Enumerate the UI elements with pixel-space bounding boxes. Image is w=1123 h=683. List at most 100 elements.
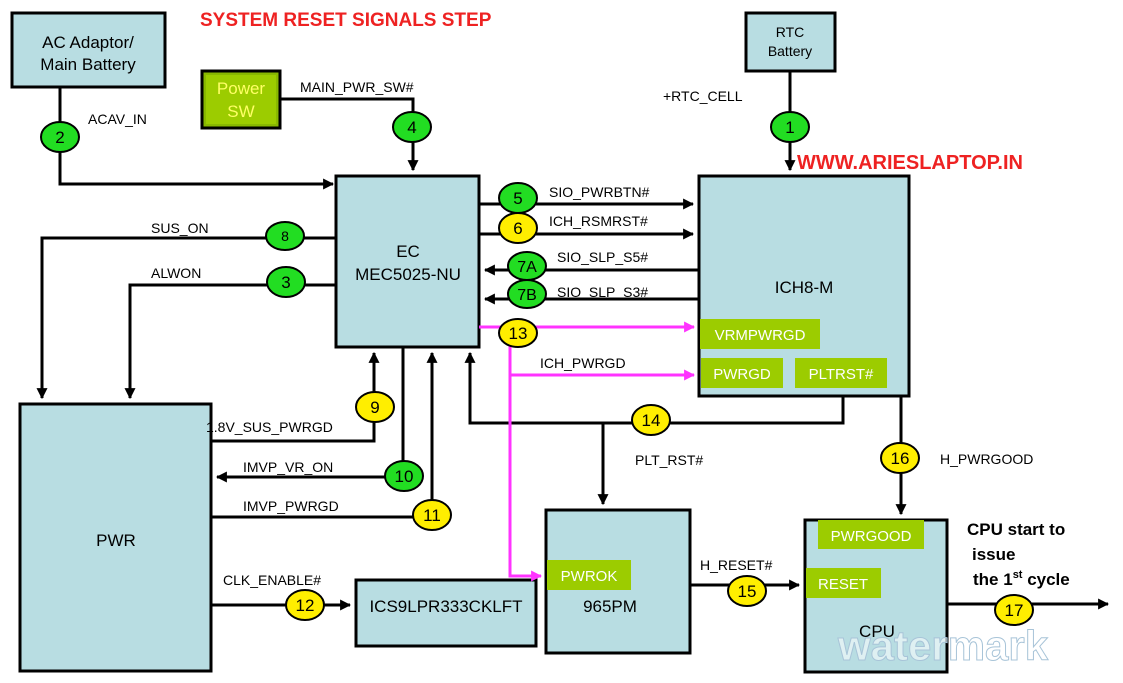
main-pwr-sw-line: [280, 97, 419, 172]
cpu-note-line3: the 1st cycle: [973, 569, 1070, 589]
clk-enable-label: CLK_ENABLE#: [223, 572, 321, 588]
step-8: 8: [265, 221, 305, 251]
ich-rsmrst-label: ICH_RSMRST#: [549, 213, 648, 229]
ich-pwrgd-label: ICH_PWRGD: [540, 355, 626, 371]
signal-labels: ACAV_IN MAIN_PWR_SW# +RTC_CELL SIO_PWRBT…: [88, 79, 1033, 588]
step-4: 4: [392, 111, 432, 143]
pwrok-label: PWROK: [561, 568, 618, 585]
alwon-line: [124, 283, 336, 400]
website-label: WWW.ARIESLAPTOP.IN: [797, 152, 1023, 174]
alwon-label: ALWON: [151, 265, 201, 281]
step-13-label: 13: [509, 324, 528, 343]
sio-slp-s3-label: SIO_SLP_S3#: [557, 284, 648, 300]
reset-label: RESET: [818, 576, 868, 593]
imvp-pwrgd-line: [211, 351, 438, 519]
step-1-label: 1: [785, 118, 794, 137]
pwrgood-pin: PWRGOOD: [818, 520, 924, 549]
h-pwrgood-label: H_PWRGOOD: [940, 451, 1033, 467]
step-17-label: 17: [1005, 601, 1024, 620]
power-switch-label: Power: [217, 79, 266, 98]
diagram-title: SYSTEM RESET SIGNALS STEP: [200, 10, 492, 31]
vrmpwrgd-label: VRMPWRGD: [715, 327, 806, 344]
power-switch-sw-label: SW: [227, 102, 254, 121]
vrmpwrgd-pin: VRMPWRGD: [700, 319, 820, 349]
step-9-label: 9: [370, 398, 379, 417]
pwrgd-label: PWRGD: [713, 366, 771, 383]
ec-chip-label: MEC5025-NU: [355, 265, 461, 284]
pwrok-pin: PWROK: [547, 560, 631, 590]
step-16-label: 16: [891, 449, 910, 468]
step-16: 16: [880, 442, 920, 474]
step-2-label: 2: [55, 128, 64, 147]
acav-in-label: ACAV_IN: [88, 111, 147, 127]
step-14-label: 14: [642, 411, 661, 430]
step-7b: 7B: [507, 279, 547, 309]
pwr-block: PWR: [18, 402, 213, 673]
h-reset-label: H_RESET#: [700, 557, 773, 573]
imvp-pwrgd-label: IMVP_PWRGD: [243, 498, 339, 514]
step-15-label: 15: [738, 582, 757, 601]
step-3-label: 3: [281, 273, 290, 292]
step-15: 15: [727, 575, 767, 607]
step-5-label: 5: [513, 189, 522, 208]
pltrst-label: PLTRST#: [809, 366, 874, 383]
step-6-label: 6: [513, 219, 522, 238]
step-8-label: 8: [281, 228, 289, 244]
step-2: 2: [40, 121, 80, 153]
plt-rst-label: PLT_RST#: [635, 452, 703, 468]
clock-generator-label: ICS9LPR333CKLFT: [369, 597, 522, 616]
step-6: 6: [498, 212, 538, 244]
ec-label: EC: [396, 242, 420, 261]
pwr-label: PWR: [96, 531, 136, 550]
rtc-cell-label: +RTC_CELL: [663, 88, 743, 104]
step-1: 1: [770, 111, 810, 143]
ec-block: EC MEC5025-NU: [334, 174, 481, 349]
sus-pwrgd-label: 1.8V_SUS_PWRGD: [206, 419, 333, 435]
sio-slp-s5-label: SIO_SLP_S5#: [557, 249, 648, 265]
step-7a-label: 7A: [517, 259, 537, 276]
pwrok-line: [508, 375, 543, 582]
pltrst-pin: PLTRST#: [795, 358, 887, 388]
sus-pwrgd-line: [211, 351, 380, 443]
step-markers: 1 2 3 4 5 6 7A 7B 8 9 10 11 12 13 14 15 …: [40, 111, 1034, 626]
step-12-label: 12: [296, 596, 315, 615]
reset-pin: RESET: [806, 568, 881, 598]
main-battery-label: Main Battery: [40, 55, 136, 74]
cpu-start-note: CPU start to issue the 1st cycle: [967, 520, 1070, 589]
cpu-note-line2: issue: [972, 545, 1015, 564]
gmch-label: 965PM: [583, 597, 637, 616]
step-17: 17: [994, 594, 1034, 626]
sio-pwrbtn-label: SIO_PWRBTN#: [549, 184, 650, 200]
step-10-label: 10: [395, 467, 414, 486]
ac-adaptor-block: AC Adaptor/ Main Battery: [10, 11, 167, 89]
step-7a: 7A: [507, 251, 547, 281]
clock-generator-block: ICS9LPR333CKLFT: [354, 578, 538, 648]
step-11-label: 11: [423, 506, 441, 525]
rtc-battery-block: RTC Battery: [744, 11, 837, 73]
cpu-note-line1: CPU start to: [967, 520, 1065, 539]
step-7b-label: 7B: [517, 287, 537, 304]
step-10: 10: [384, 460, 424, 492]
rtc-label: RTC: [776, 24, 805, 40]
step-12: 12: [285, 589, 325, 621]
power-switch-block: Power SW: [200, 69, 282, 130]
ich-label: ICH8-M: [775, 278, 834, 297]
step-11: 11: [412, 499, 452, 531]
pwrgd-pin: PWRGD: [701, 358, 783, 388]
rtc-battery-label: Battery: [768, 43, 812, 59]
watermark-text: watermark: [837, 622, 1049, 669]
acav-in-line: [58, 87, 335, 190]
cpu-label: CPU: [859, 622, 895, 641]
sus-on-line: [36, 236, 336, 400]
ac-adaptor-label: AC Adaptor/: [42, 33, 134, 52]
step-5: 5: [498, 182, 538, 214]
step-14: 14: [631, 404, 671, 436]
sus-on-label: SUS_ON: [151, 220, 209, 236]
imvp-vr-on-label: IMVP_VR_ON: [243, 459, 333, 475]
step-13: 13: [498, 318, 538, 348]
step-3: 3: [266, 266, 306, 298]
step-9: 9: [355, 391, 395, 423]
pwrgood-label: PWRGOOD: [831, 528, 912, 545]
step-4-label: 4: [407, 118, 416, 137]
